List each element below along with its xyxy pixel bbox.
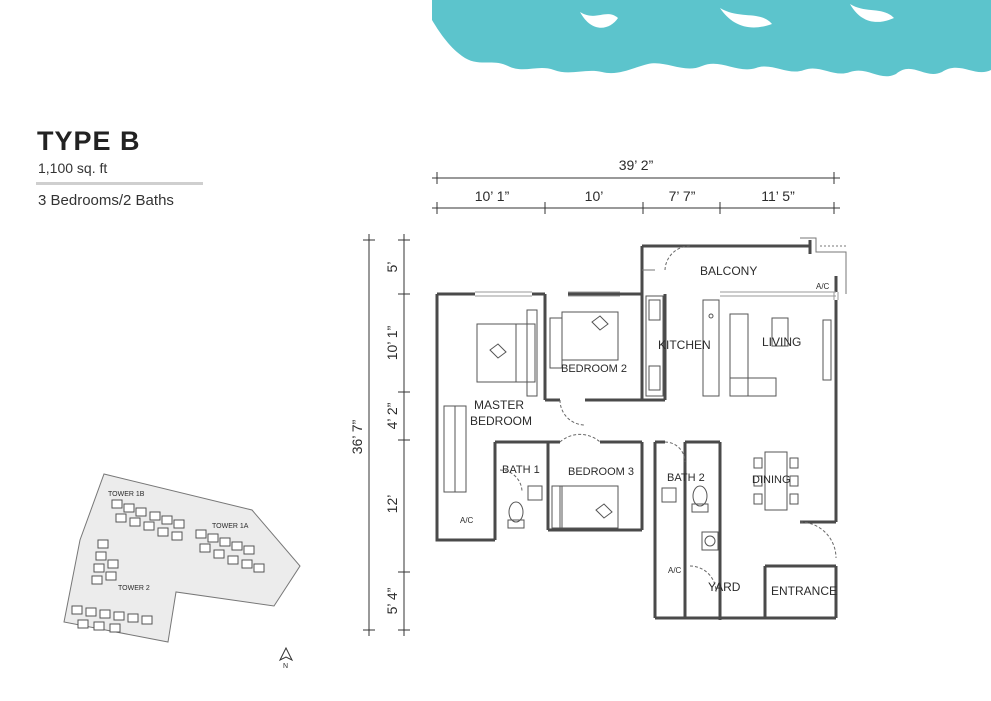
unit-type-title: TYPE B: [37, 126, 141, 156]
total-depth-dimension: 36’ 7”: [349, 419, 365, 454]
width-segment-4: 11’ 5”: [761, 188, 795, 204]
leaf-decoration-banner: [432, 0, 991, 77]
site-label-tower-1b: TOWER 1B: [108, 491, 145, 498]
balcony-railing: [642, 237, 847, 294]
furniture: [443, 295, 832, 551]
room-label-master-line1: MASTER: [474, 398, 524, 412]
north-arrow-icon: N: [278, 646, 294, 670]
width-segment-3: 7’ 7”: [669, 188, 696, 204]
room-label-kitchen: KITCHEN: [658, 338, 711, 352]
room-label-bath-1: BATH 1: [502, 464, 540, 476]
unit-rooms: 3 Bedrooms/2 Baths: [38, 192, 174, 209]
site-plan: TOWER 1B TOWER 1A TOWER 2: [63, 473, 301, 643]
room-label-balcony: BALCONY: [700, 264, 757, 278]
site-label-tower-1a: TOWER 1A: [212, 523, 249, 530]
width-segment-1: 10’ 1”: [475, 188, 510, 204]
vertical-dimensions: [363, 234, 410, 636]
north-label: N: [283, 663, 288, 670]
depth-segment-4: 12’: [384, 495, 400, 514]
depth-segment-1: 5’: [384, 262, 400, 273]
unit-area: 1,100 sq. ft: [38, 160, 108, 176]
room-label-yard: YARD: [708, 580, 741, 594]
title-divider: [36, 182, 203, 185]
depth-segment-5: 5’ 4”: [384, 587, 400, 614]
total-width-dimension: 39’ 2”: [619, 157, 654, 173]
room-label-bath-2: BATH 2: [667, 472, 705, 484]
depth-segment-3: 4’ 2”: [384, 402, 400, 429]
ac-label-yard: A/C: [668, 566, 682, 575]
room-label-bedroom-3: BEDROOM 3: [568, 466, 634, 478]
room-label-living: LIVING: [762, 335, 801, 349]
walls: [435, 240, 838, 620]
width-segment-2: 10’: [585, 188, 604, 204]
room-label-master-line2: BEDROOM: [470, 414, 532, 428]
room-label-dining: DINING: [752, 474, 791, 486]
room-label-entrance: ENTRANCE: [771, 584, 837, 598]
depth-segment-2: 10’ 1”: [384, 325, 400, 360]
windows: [475, 291, 839, 300]
ac-label-master: A/C: [460, 516, 474, 525]
horizontal-dimensions: [432, 172, 840, 214]
site-label-tower-2: TOWER 2: [118, 585, 150, 592]
doors: [499, 245, 837, 593]
ac-label-balcony: A/C: [816, 282, 830, 291]
room-label-bedroom-2: BEDROOM 2: [561, 363, 627, 375]
